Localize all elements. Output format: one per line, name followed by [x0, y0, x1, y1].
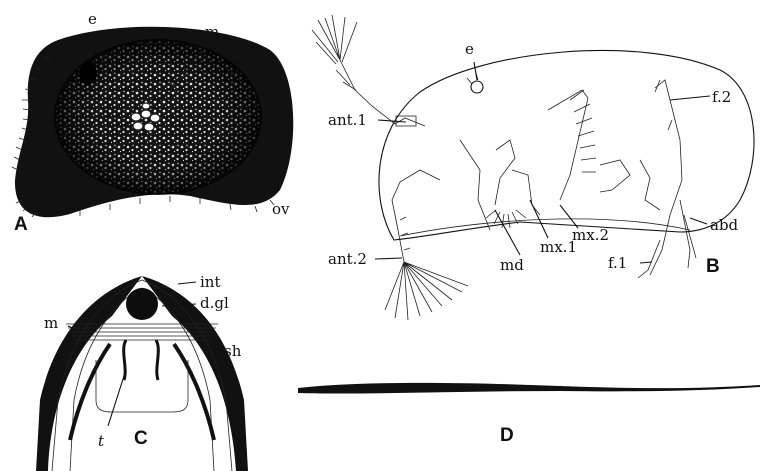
- feet-b: [638, 80, 696, 278]
- digestive-gland: [70, 344, 214, 440]
- label-c-muscle: m: [44, 314, 58, 332]
- figure-d: D: [298, 383, 760, 446]
- mantle-cavity: [96, 360, 188, 412]
- figure-a: e m ov A: [12, 10, 293, 235]
- label-b-maxilla-2: mx.2: [572, 226, 609, 244]
- spermatozoon: [298, 383, 760, 394]
- intestine-c: [126, 288, 158, 320]
- label-b-mandible: md: [500, 256, 524, 274]
- label-b-foot-2: f.2: [712, 88, 731, 106]
- testis-c: [124, 340, 159, 380]
- label-c-testis: t: [98, 432, 105, 450]
- label-b-abdomen: abd: [710, 216, 739, 234]
- label-c-intestine: int: [200, 273, 221, 291]
- label-c-digestive-gland: d.gl: [200, 294, 229, 312]
- label-b-antennule: ant.1: [328, 111, 367, 129]
- label-a-eye: e: [88, 10, 97, 28]
- label-c-shell: sh: [224, 342, 242, 360]
- panel-letter-a: A: [14, 214, 28, 235]
- antenna-appendage: [385, 170, 468, 320]
- panel-letter-b: B: [706, 256, 720, 277]
- label-b-antenna: ant.2: [328, 250, 367, 268]
- eye-b: [471, 81, 483, 93]
- label-b-foot-1: f.1: [608, 254, 627, 272]
- label-a-ova: ov: [272, 200, 290, 218]
- panel-letter-c: C: [134, 428, 148, 449]
- figure-b: e ant.1 ant.2 md mx.1 mx.2 f.1 f.2 abd B: [312, 15, 754, 320]
- label-b-eye: e: [465, 40, 474, 58]
- panel-letter-d: D: [500, 425, 514, 446]
- eye-spot-a: [79, 63, 97, 85]
- figure-c: int d.gl m sh t C: [36, 273, 248, 471]
- antennule-appendage: [312, 15, 425, 126]
- carapace-b: [379, 50, 754, 240]
- mouthparts-b: [460, 90, 660, 230]
- label-a-muscle: m: [205, 23, 219, 41]
